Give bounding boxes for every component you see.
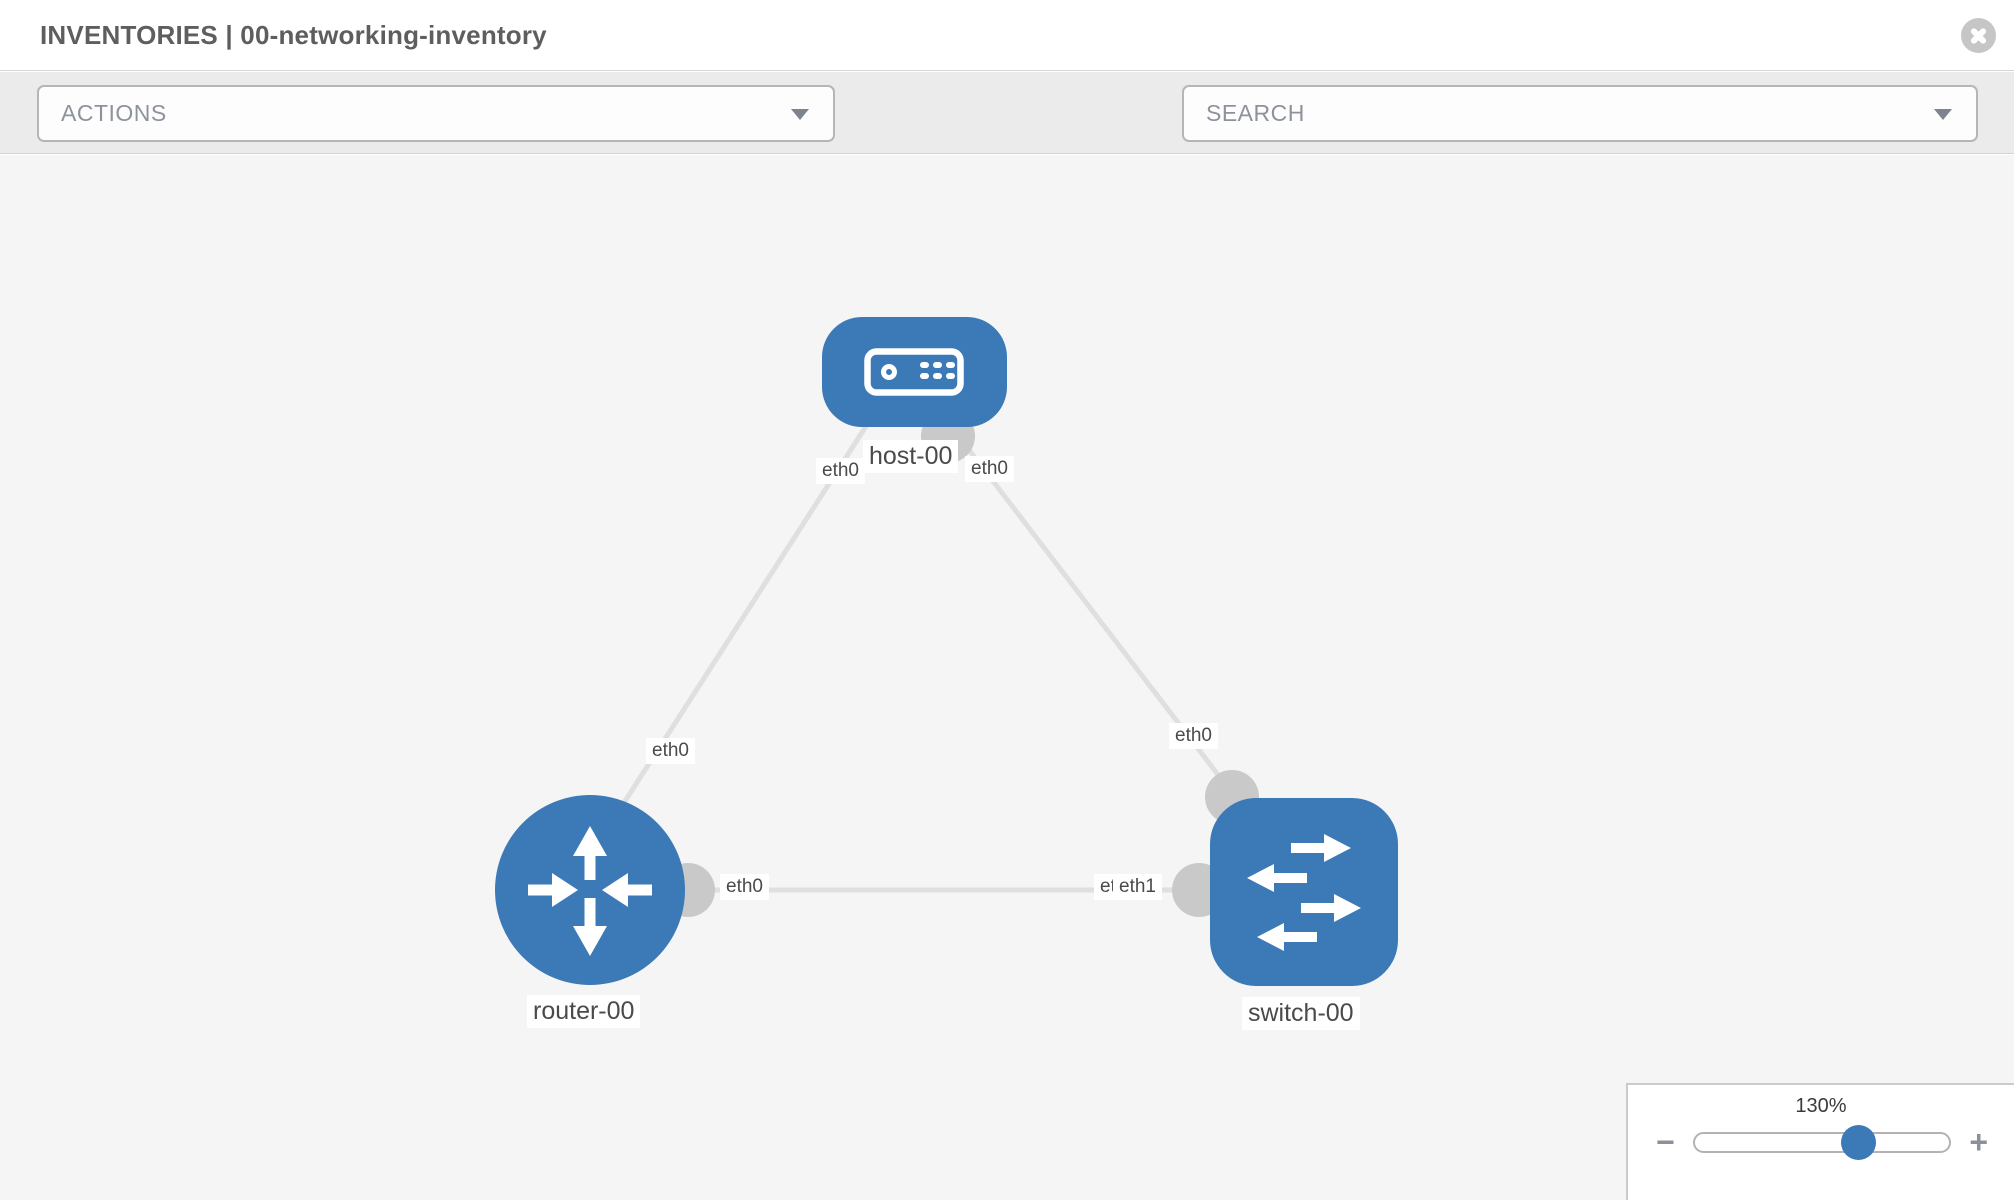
- interface-label: eth0: [965, 456, 1014, 482]
- server-icon: [864, 348, 964, 396]
- search-dropdown-label: SEARCH: [1206, 100, 1305, 126]
- switch-icon: [1247, 834, 1361, 951]
- node-label-switch[interactable]: switch-00: [1242, 997, 1360, 1030]
- interface-label: eth0: [646, 738, 695, 764]
- topology-canvas[interactable]: eth0 eth0 eth0 eth0 eth0 eth0 eth1 host-…: [0, 155, 2014, 1200]
- chevron-down-icon: [1934, 108, 1952, 120]
- router-icon: [528, 826, 652, 956]
- actions-dropdown[interactable]: ACTIONS: [37, 85, 835, 142]
- chevron-down-icon: [791, 108, 809, 120]
- node-label-host[interactable]: host-00: [863, 440, 959, 473]
- link-host-switch[interactable]: [948, 423, 1247, 812]
- interface-label: eth1: [1113, 874, 1162, 900]
- link-host-router[interactable]: [597, 418, 873, 842]
- header: INVENTORIES | 00-networking-inventory: [0, 0, 2014, 71]
- interface-label: eth0: [816, 458, 865, 484]
- zoom-level: 130%: [1795, 1095, 1847, 1117]
- zoom-control: 130% − +: [1626, 1083, 2014, 1200]
- page-title: INVENTORIES | 00-networking-inventory: [40, 19, 547, 50]
- toolbar: ACTIONS SEARCH: [0, 72, 2014, 199]
- search-dropdown[interactable]: SEARCH: [1182, 85, 1978, 142]
- node-label-router[interactable]: router-00: [527, 995, 641, 1028]
- interface-label: eth0: [720, 874, 769, 900]
- close-icon[interactable]: [1961, 18, 1996, 53]
- zoom-slider[interactable]: [1692, 1125, 1952, 1160]
- actions-dropdown-label: ACTIONS: [61, 100, 167, 126]
- zoom-slider-thumb[interactable]: [1840, 1125, 1876, 1160]
- topology-graph: [495, 317, 1398, 986]
- zoom-in-button[interactable]: +: [1969, 1124, 1988, 1160]
- interface-label: eth0: [1169, 723, 1218, 749]
- router-node[interactable]: [495, 795, 685, 985]
- host-node[interactable]: [822, 317, 1007, 427]
- zoom-out-button[interactable]: −: [1656, 1124, 1675, 1160]
- switch-node[interactable]: [1210, 798, 1398, 986]
